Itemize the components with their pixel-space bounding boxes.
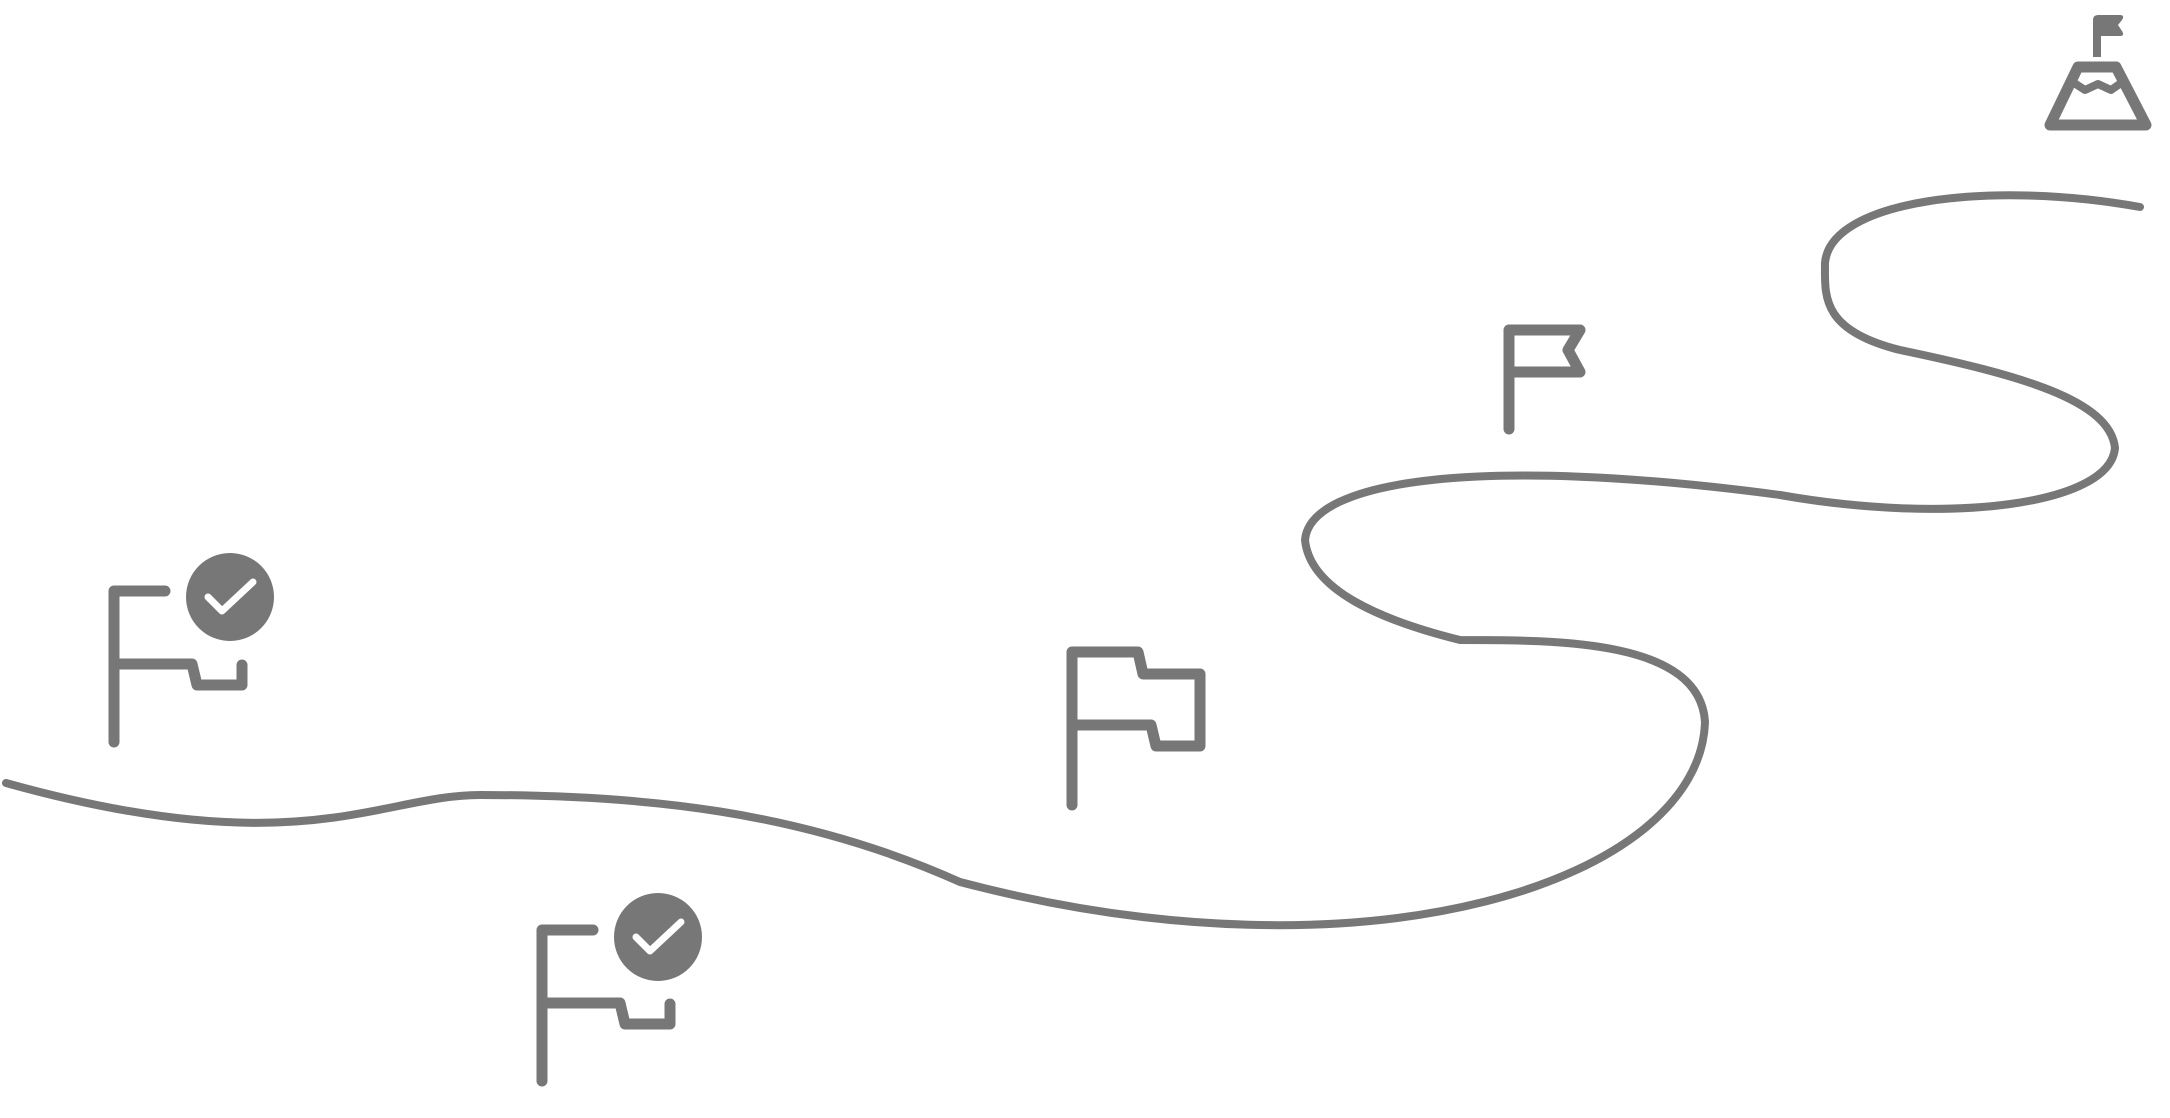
- check-mark-icon: [632, 918, 685, 955]
- snow-cap-line: [2067, 77, 2128, 94]
- milestone-4-pennant-flag-icon: [1503, 324, 1586, 435]
- check-badge: [614, 893, 702, 981]
- flag-pole: [1066, 646, 1206, 811]
- flag-cloth: [108, 658, 248, 691]
- flag-pole: [536, 924, 599, 1087]
- flag-pole: [1503, 324, 1586, 435]
- check-badge: [186, 553, 274, 641]
- milestone-2-flag-check-icon: [536, 893, 702, 1087]
- flag-cloth: [536, 997, 676, 1030]
- journey-path: [2, 191, 2144, 930]
- milestone-3-flag-icon: [1066, 646, 1206, 811]
- check-mark-icon: [204, 578, 257, 615]
- mountain-outline: [2044, 61, 2152, 131]
- flag-pole: [108, 585, 171, 748]
- milestone-1-flag-check-icon: [108, 553, 274, 748]
- goal-mountain-summit-flag-icon: [2044, 15, 2152, 131]
- summit-flag: [2093, 15, 2124, 57]
